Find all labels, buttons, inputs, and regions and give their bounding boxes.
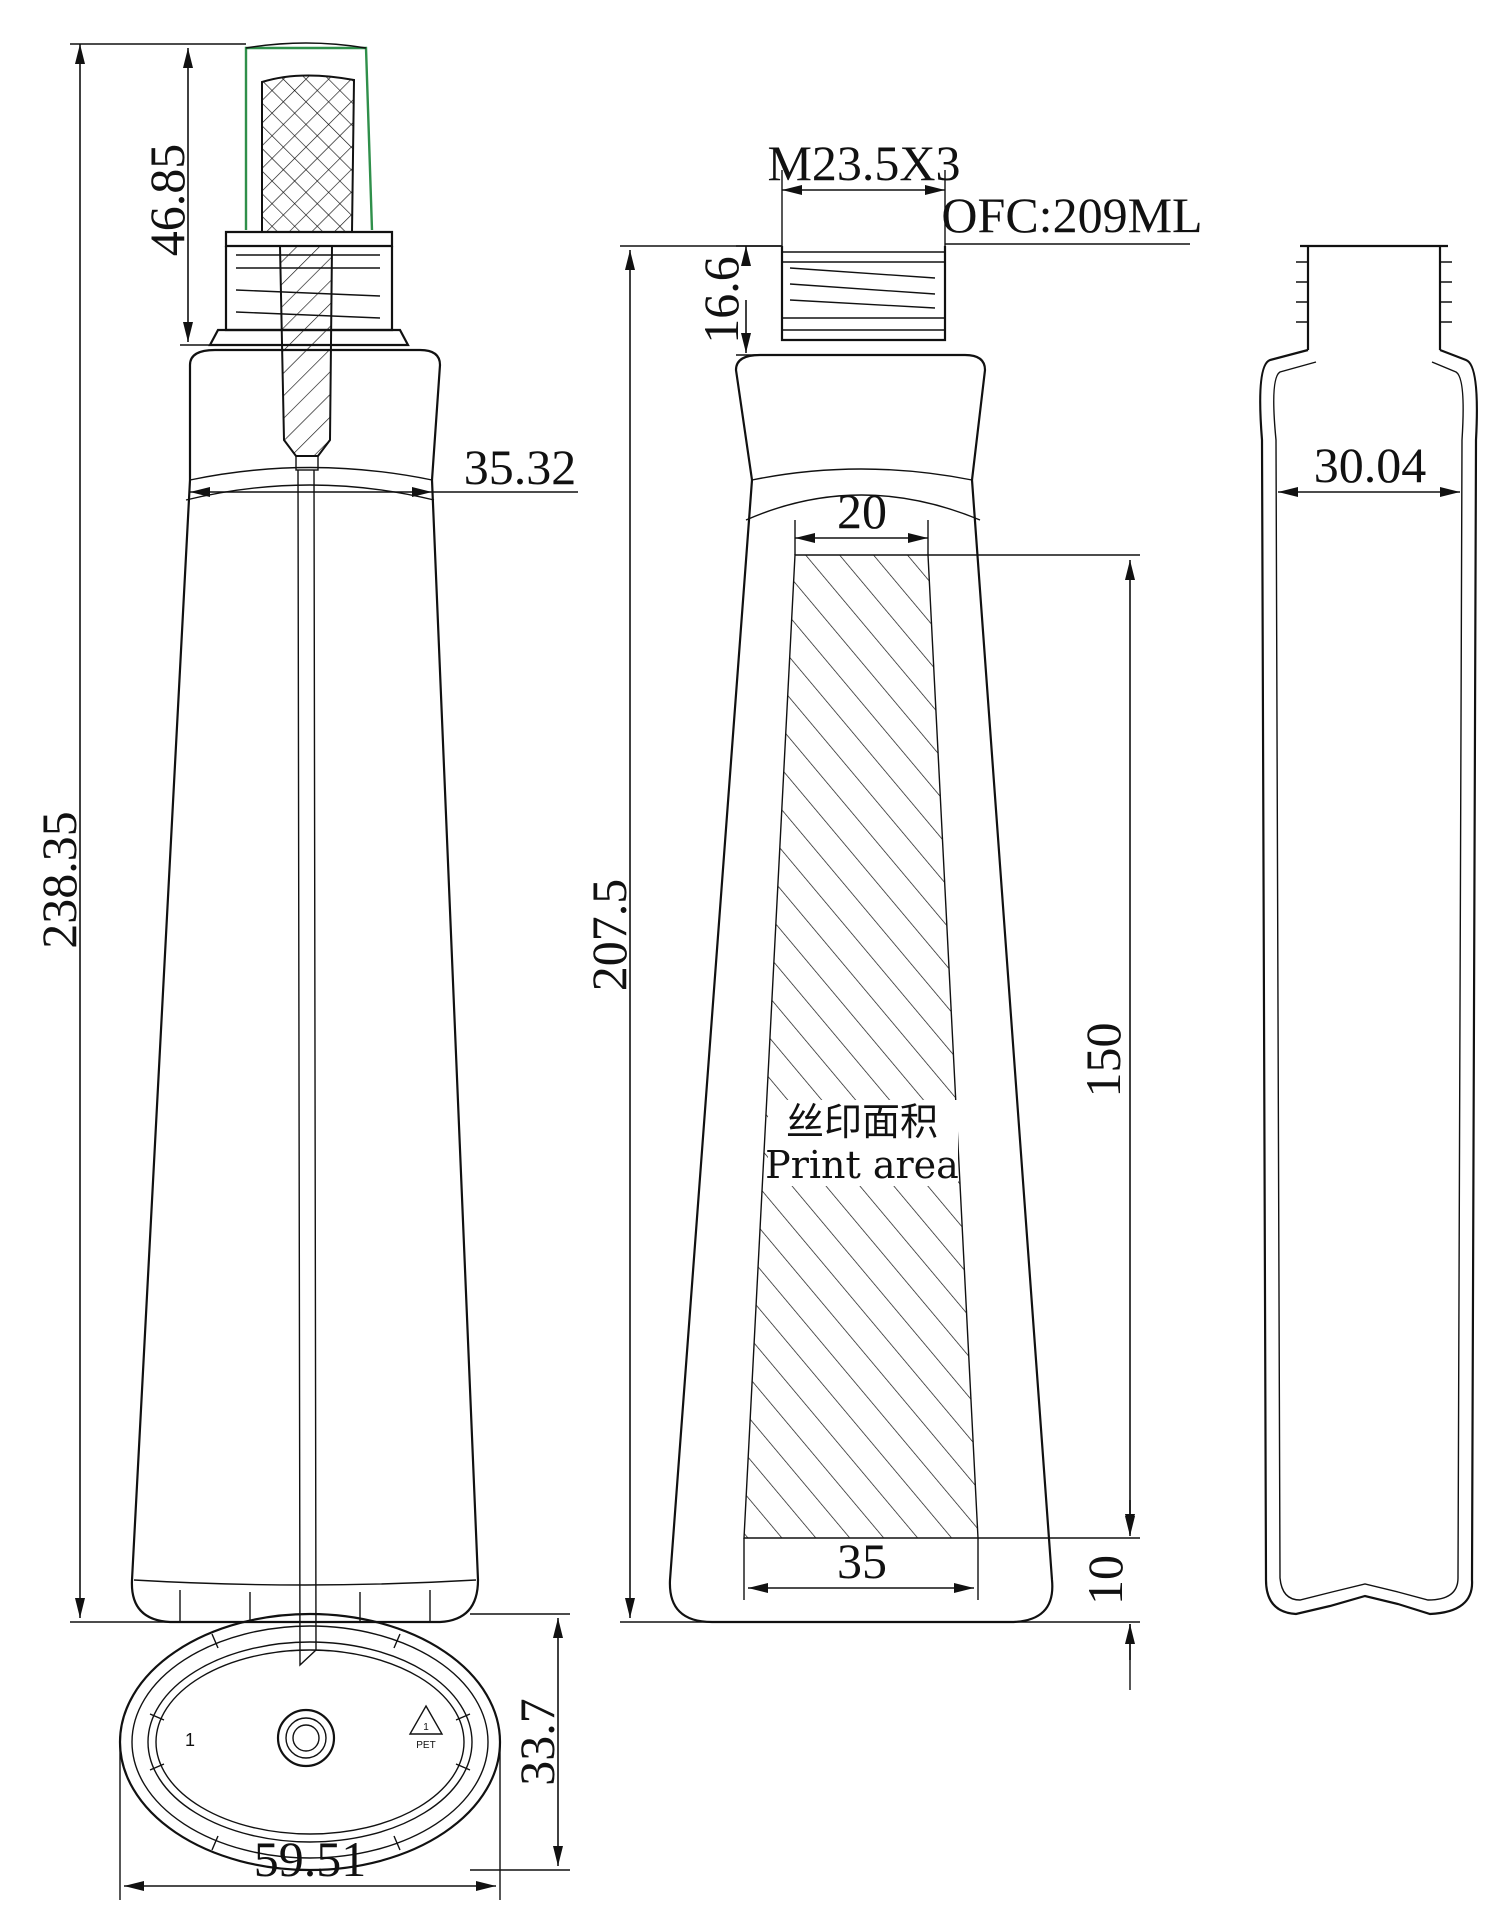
pump-overcap-outline	[244, 46, 374, 231]
material-code: PET	[416, 1740, 435, 1751]
mold-number: 1	[185, 1730, 195, 1750]
section-outer-wall	[1259, 348, 1478, 1616]
shoulder-width-label: 35.32	[464, 439, 577, 495]
middle-dimension-lines	[620, 170, 1190, 1690]
base-width-label: 59.51	[254, 1831, 367, 1887]
bottle-height-label: 207.5	[581, 879, 637, 992]
front-view-print-area	[668, 246, 1054, 1624]
side-width-label: 30.04	[1314, 437, 1427, 493]
base-dimension-lines	[119, 1613, 570, 1900]
side-section-view	[1259, 244, 1478, 1616]
total-height-label: 238.35	[31, 811, 87, 949]
print-area-label-en: Print area	[765, 1143, 959, 1187]
section-inner-wall	[1273, 361, 1464, 1601]
capacity-label: OFC:209ML	[941, 187, 1202, 243]
print-bottom-width-label: 35	[837, 1533, 887, 1589]
print-height-label: 150	[1075, 1023, 1131, 1098]
recycle-code: 1	[423, 1722, 429, 1733]
print-area-hatched	[744, 555, 978, 1538]
pump-height-label: 46.85	[139, 144, 195, 257]
front-bottle-outline	[130, 348, 480, 1624]
recycle-icon	[408, 1704, 444, 1735]
base-depth-label: 33.7	[509, 1698, 565, 1786]
bottom-offset-label: 10	[1077, 1555, 1133, 1605]
print-top-width-label: 20	[837, 483, 887, 539]
neck-height-label: 16.6	[693, 256, 749, 344]
thread-label: M23.5X3	[767, 135, 960, 191]
left-dimension-lines	[70, 43, 578, 1623]
front-view-with-pump	[130, 42, 480, 1667]
print-area-label-cn: 丝印面积	[786, 1100, 938, 1144]
